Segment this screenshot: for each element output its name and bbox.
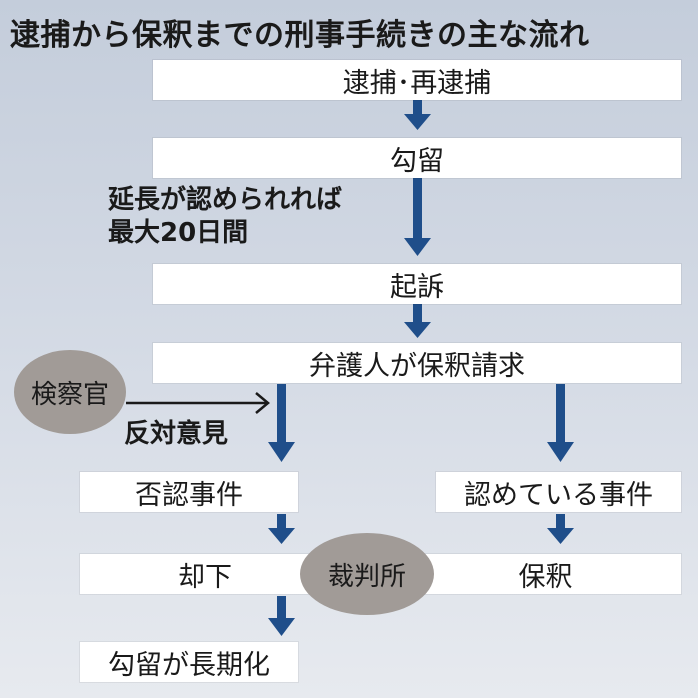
node-bail-request: 弁護人が保釈請求 [153, 343, 681, 383]
diagram-title: 逮捕から保釈までの刑事手続きの主な流れ [10, 18, 590, 53]
actor-prosecutor: 検察官 [14, 350, 126, 434]
arrow-indictment-to-bail-request [404, 304, 431, 338]
node-rejected: 却下 [80, 554, 330, 594]
arrow-bail-request-to-admitted-case [547, 384, 574, 462]
note-extension-line1: 延長が認められれば [108, 185, 343, 215]
node-long-detention: 勾留が長期化 [80, 642, 298, 682]
note-extension-line2: 最大20日間 [108, 218, 249, 248]
node-indictment: 起訴 [153, 264, 681, 304]
arrow-prosecutor-objection [126, 392, 270, 414]
arrow-detention-to-indictment [404, 178, 431, 256]
node-admitted-case: 認めている事件 [436, 472, 681, 512]
note-objection: 反対意見 [124, 419, 229, 449]
node-detention: 勾留 [153, 138, 681, 178]
node-bail: 保釈 [410, 554, 681, 594]
node-denied-case: 否認事件 [80, 472, 298, 512]
note-extension: 延長が認められれば 最大20日間 [108, 184, 342, 250]
arrow-bail-request-to-denied-case [268, 384, 295, 462]
arrow-admitted-case-to-bail [547, 514, 574, 544]
arrow-denied-case-to-rejected [268, 514, 295, 544]
arrow-arrest-to-detention [404, 100, 431, 130]
actor-court: 裁判所 [300, 533, 434, 615]
node-arrest: 逮捕･再逮捕 [153, 60, 681, 100]
arrow-rejected-to-long-detention [268, 596, 295, 636]
